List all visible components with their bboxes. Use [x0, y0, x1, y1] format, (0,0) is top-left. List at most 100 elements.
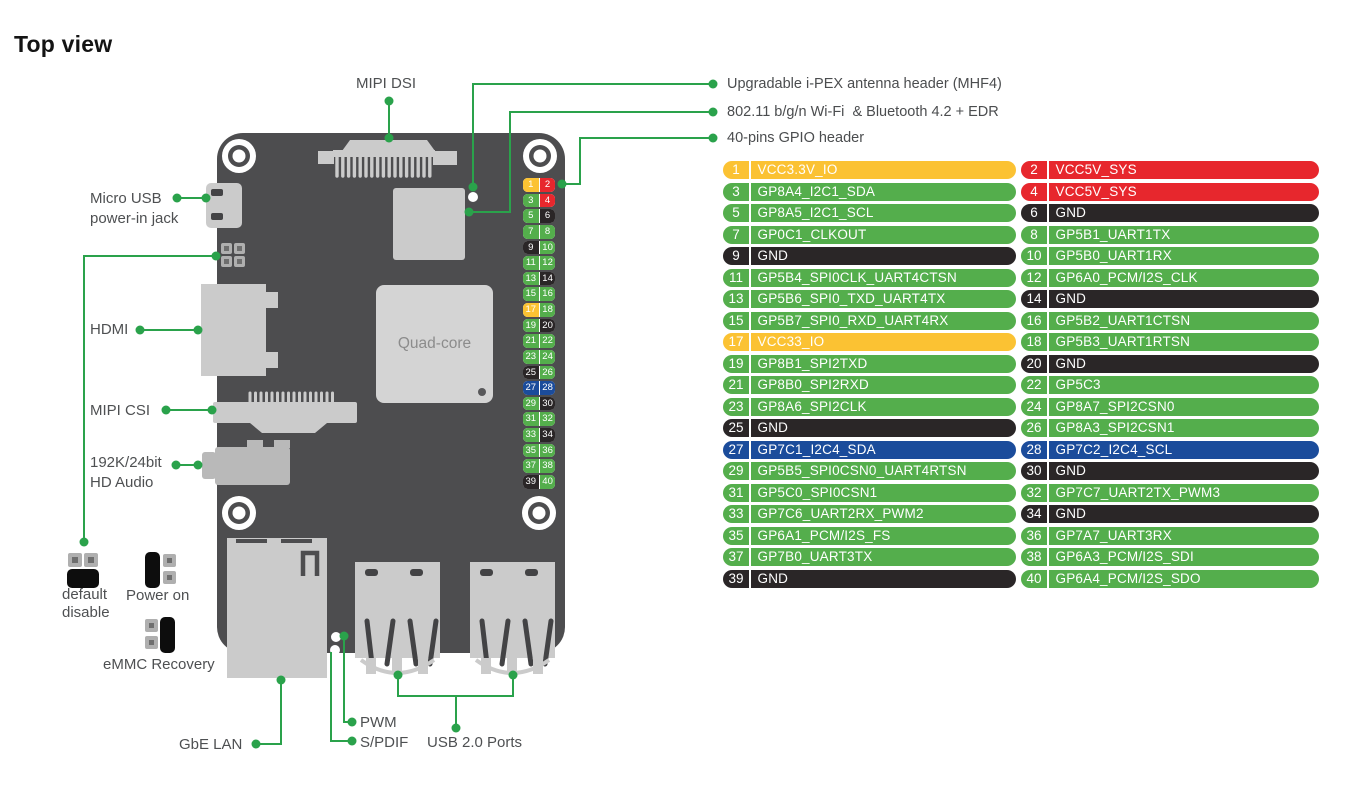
pin-number: 38 [1021, 548, 1047, 566]
chip-pin1-dot [478, 388, 486, 396]
pin-label: GP5B2_UART1CTSN [1048, 311, 1319, 330]
gpio-strip-pin-24: 24 [539, 349, 556, 364]
gpio-strip-pin-29: 29 [523, 396, 539, 411]
pin-label: GP5B3_UART1RTSN [1048, 333, 1319, 351]
label-power-on: Power on [126, 587, 190, 604]
pin-number: 16 [1021, 311, 1047, 330]
wifi-module [393, 188, 465, 260]
label-mipi-csi: MIPI CSI [90, 402, 151, 419]
label-pwm: PWM [360, 714, 397, 731]
pin-number: 12 [1021, 268, 1047, 287]
jumper-emmc-recovery-icon [145, 617, 175, 653]
pin-label: GP5B4_SPI0CLK_UART4CTSN [750, 268, 1016, 287]
label-gbe-lan: GbE LAN [179, 736, 243, 753]
antenna-connector-icon [468, 192, 478, 202]
pin-number: 7 [723, 225, 749, 244]
gpio-strip-pin-36: 36 [539, 443, 556, 458]
pin-number: 40 [1021, 569, 1047, 588]
gpio-strip-pin-6: 6 [539, 209, 556, 223]
pin-number: 37 [723, 548, 749, 566]
pin-number: 27 [723, 440, 749, 459]
pin-label: GP5C0_SPI0CSN1 [750, 483, 1016, 502]
pin-label: GND [1048, 462, 1319, 480]
gpio-strip-pin-18: 18 [539, 303, 556, 317]
ethernet-icon [300, 550, 320, 576]
pin-number: 6 [1021, 204, 1047, 222]
gpio-strip-pin-37: 37 [523, 459, 539, 473]
pin-number: 39 [723, 569, 749, 588]
pin-number: 30 [1021, 462, 1047, 480]
page-title: Top view [14, 31, 113, 57]
pin-label: GND [750, 419, 1016, 437]
gpio-strip-pin-10: 10 [539, 240, 556, 255]
gpio-strip-pin-28: 28 [539, 381, 556, 395]
pin-number: 34 [1021, 505, 1047, 523]
callout-dots [79, 79, 718, 749]
pin-label: VCC3.3V_IO [750, 161, 1016, 179]
pin-number: 22 [1021, 376, 1047, 394]
label-usb-ports: USB 2.0 Ports [427, 734, 523, 751]
label-hdmi: HDMI [90, 321, 129, 338]
gpio-strip-pin-21: 21 [523, 334, 539, 348]
pin-label: GP8A3_SPI2CSN1 [1048, 419, 1319, 437]
usb-port [470, 562, 555, 675]
ethernet-port [227, 538, 327, 678]
jumper-power-on-icon [145, 552, 176, 588]
pin-number: 29 [723, 462, 749, 480]
pin-label: GP8B0_SPI2RXD [750, 376, 1016, 394]
pin-label: GND [1048, 204, 1319, 222]
callout-lines [83, 83, 713, 745]
pin-label: GND [750, 569, 1016, 588]
gpio-strip-pin-17: 17 [523, 303, 539, 317]
pin-label: GP8A6_SPI2CLK [750, 397, 1016, 416]
pin-number: 23 [723, 397, 749, 416]
label-spdif: S/PDIF [360, 734, 409, 751]
pin-number: 9 [723, 247, 749, 265]
pin-number: 15 [723, 311, 749, 330]
mipi-dsi-connector [318, 140, 457, 178]
pin-label: GP6A1_PCM/I2S_FS [750, 526, 1016, 545]
pin-label: GP6A0_PCM/I2S_CLK [1048, 268, 1319, 287]
gpio-strip-pin-5: 5 [523, 209, 539, 223]
gpio-strip-pin-35: 35 [523, 443, 539, 458]
pin-number: 32 [1021, 483, 1047, 502]
gpio-strip-pin-7: 7 [523, 224, 539, 239]
pin-label: GP7C1_I2C4_SDA [750, 440, 1016, 459]
pin-label: GP0C1_CLKOUT [750, 225, 1016, 244]
pin-label: GND [1048, 505, 1319, 523]
pin-label: GP5C3 [1048, 376, 1319, 394]
gpio-strip-pin-16: 16 [539, 287, 556, 302]
pin-label: GP5B7_SPI0_RXD_UART4RX [750, 311, 1016, 330]
pin-label: GP8A5_I2C1_SCL [750, 204, 1016, 222]
gpio-strip-pin-32: 32 [539, 412, 556, 427]
pin-number: 17 [723, 333, 749, 351]
soc-chip [376, 285, 493, 403]
gpio-strip-pin-26: 26 [539, 365, 556, 380]
pin-label: GP7C2_I2C4_SCL [1048, 440, 1319, 459]
